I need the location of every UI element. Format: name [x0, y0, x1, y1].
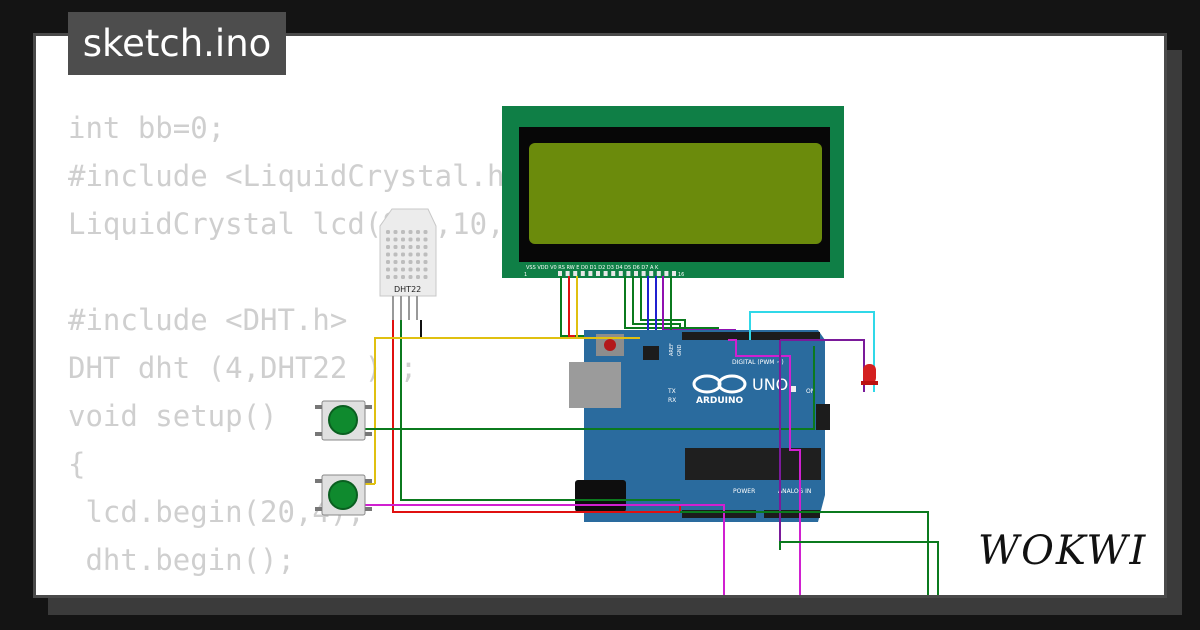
dht-vent — [423, 237, 428, 242]
dht-vent — [423, 275, 428, 279]
lcd-wires — [560, 276, 736, 339]
lcd-pin[interactable] — [588, 271, 593, 276]
dht-vent — [401, 230, 405, 234]
lcd-pin[interactable] — [649, 271, 654, 276]
icsp-header — [816, 404, 830, 430]
dht-vent — [408, 252, 413, 257]
code-line: int bb=0; — [68, 111, 226, 145]
dht-vent — [416, 275, 420, 279]
arduino-brand-label: ARDUINO — [696, 396, 744, 406]
lcd-pin[interactable] — [634, 271, 638, 276]
lcd-pin[interactable] — [573, 271, 578, 276]
dht-vent — [401, 260, 405, 264]
dht-vent — [408, 230, 413, 234]
dht-vent — [393, 267, 398, 272]
lcd-pin[interactable] — [565, 271, 570, 276]
tx-label: TX — [667, 388, 676, 395]
usb-port — [569, 362, 621, 408]
lcd-pin[interactable] — [603, 271, 608, 276]
lcd-pin[interactable] — [641, 271, 646, 276]
dht-vent — [386, 237, 390, 242]
dht22-label: DHT22 — [394, 285, 421, 294]
reset-button[interactable] — [604, 339, 616, 351]
dht-vent — [408, 245, 413, 249]
code-line: #include <DHT.h> — [68, 303, 348, 337]
lcd-pin[interactable] — [611, 271, 616, 276]
dht-vent — [423, 260, 428, 264]
lcd-pin[interactable] — [664, 271, 669, 276]
power-jack — [575, 480, 626, 512]
dht-vent — [401, 237, 405, 242]
dht-vent — [408, 267, 413, 272]
dht-vent — [416, 252, 420, 257]
power-header — [682, 510, 756, 518]
lcd-pin-labels: VSS VDD V0 RS RW E D0 D1 D2 D3 D4 D5 D6 … — [526, 265, 659, 271]
lcd-pin[interactable] — [580, 271, 585, 276]
on-label: ON — [806, 388, 815, 395]
code-line: dht.begin(); — [85, 543, 295, 577]
atmega-chip — [685, 448, 821, 480]
aref-label: AREF — [669, 343, 675, 356]
sensor-wires — [364, 320, 681, 513]
red-led[interactable] — [861, 364, 878, 385]
dht-vent — [393, 245, 398, 249]
push-button-1[interactable] — [315, 400, 372, 441]
dht-vent — [386, 267, 390, 272]
code-line: lcd.begin(20,4); — [85, 495, 365, 529]
arduino-model-label: UNO — [752, 375, 788, 394]
code-line: pinMode(2, INPUT_PULLUP); — [68, 591, 522, 595]
dht-vent — [386, 252, 390, 257]
analog-in-label: ANALOG IN — [778, 488, 811, 495]
dht-vent — [416, 230, 420, 234]
code-line: { — [68, 447, 86, 481]
dht22-sensor[interactable]: DHT22 — [379, 208, 437, 320]
dht-vent — [408, 260, 413, 264]
lcd-display[interactable]: VSS VDD V0 RS RW E D0 D1 D2 D3 D4 D5 D6 … — [502, 106, 844, 278]
dht-vent — [401, 275, 405, 279]
lcd-pin-16-label: 16 — [678, 272, 684, 278]
dht-vent — [393, 260, 398, 264]
dht-vent — [408, 237, 413, 242]
dht-vent — [386, 275, 390, 279]
dht-vent — [393, 275, 398, 279]
dht-vent — [393, 237, 398, 242]
dht-vent — [386, 245, 390, 249]
dht-vent — [401, 252, 405, 257]
dht-vent — [416, 267, 420, 272]
power-label: POWER — [733, 488, 755, 495]
dht-vent — [386, 260, 390, 264]
code-line: #include <LiquidCrystal.h> — [68, 159, 522, 193]
dht-vent — [401, 267, 405, 272]
lcd-pin[interactable] — [672, 271, 676, 276]
dht-vent — [416, 245, 420, 249]
lcd-pin-1-label: 1 — [524, 272, 527, 278]
wokwi-logo: WOKWI — [978, 528, 1148, 574]
push-button-2[interactable] — [315, 474, 372, 516]
lcd-pin[interactable] — [558, 271, 562, 276]
lcd-pin[interactable] — [596, 271, 600, 276]
code-line: void setup() — [68, 399, 278, 433]
dht-vent — [416, 237, 420, 242]
lcd-pin[interactable] — [618, 271, 623, 276]
rx-label: RX — [668, 397, 676, 404]
code-line: DHT dht (4,DHT22 ) ; — [68, 351, 418, 385]
analog-header — [764, 510, 820, 518]
lcd-pin[interactable] — [656, 271, 661, 276]
dht-vent — [393, 252, 398, 257]
dht-vent — [423, 245, 428, 249]
dht-vent — [401, 245, 405, 249]
file-tab[interactable]: sketch.ino — [68, 12, 286, 75]
dht-vent — [408, 275, 413, 279]
gnd-label: GND — [677, 344, 683, 356]
dht-vent — [423, 230, 428, 234]
digital-header-label: DIGITAL (PWM ~) — [732, 359, 784, 366]
lcd-pin[interactable] — [626, 271, 631, 276]
dht-vent — [386, 230, 390, 234]
dht-vent — [423, 267, 428, 272]
circuit-wires — [364, 311, 939, 595]
dht-vent — [416, 260, 420, 264]
dht-vent — [393, 230, 398, 234]
dht-vent — [423, 252, 428, 257]
